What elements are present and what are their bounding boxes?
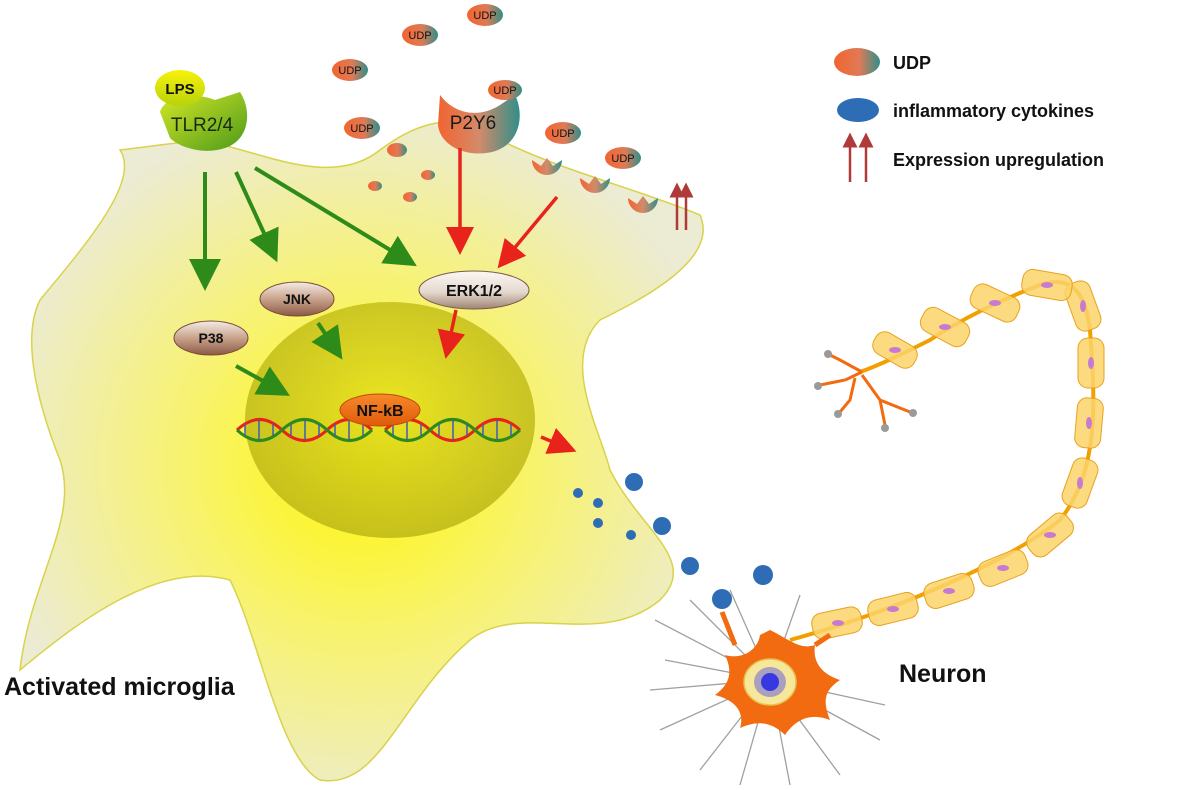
udp-molecule: UDP: [467, 4, 503, 26]
legend-udp: UDP: [834, 48, 931, 76]
p2y6-receptor: [438, 95, 520, 154]
erk-label: ERK1/2: [446, 283, 502, 300]
udp-molecule: UDP: [332, 59, 368, 81]
udp-molecules: UDP UDP UDP UDP UDP UDP UDP: [332, 4, 641, 202]
jnk-label: JNK: [283, 291, 311, 307]
udp-molecule: UDP: [605, 147, 641, 169]
nfkb-label: NF-kB: [356, 403, 403, 420]
axon-terminal: [819, 353, 911, 426]
svg-text:UDP: UDP: [350, 123, 373, 135]
lps-molecule: [155, 70, 205, 106]
nfkb-node: [339, 393, 421, 427]
neuron-label: Neuron: [899, 660, 987, 688]
legend: UDP inflammatory cytokines Expression up…: [834, 48, 1104, 182]
legend-cytokines: inflammatory cytokines: [837, 98, 1094, 122]
udp-molecule: UDP: [488, 80, 522, 100]
udp-molecule: UDP: [344, 117, 380, 139]
svg-text:UDP: UDP: [493, 85, 516, 97]
tlr-receptor: [160, 92, 248, 151]
lps-label: LPS: [165, 81, 194, 98]
svg-text:UDP: UDP: [551, 128, 574, 140]
udp-molecule: UDP: [402, 24, 438, 46]
svg-text:UDP: UDP: [408, 30, 431, 42]
svg-text:inflammatory cytokines: inflammatory cytokines: [893, 101, 1094, 121]
lps-signaling-arrows: [189, 166, 417, 396]
svg-text:UDP: UDP: [611, 153, 634, 165]
udp-molecule: UDP: [545, 122, 581, 144]
svg-text:UDP: UDP: [338, 65, 361, 77]
p2y6-label: P2Y6: [450, 113, 496, 134]
jnk-node: [259, 281, 335, 317]
svg-text:UDP: UDP: [473, 10, 496, 22]
dna-strand-right: [383, 418, 522, 442]
udp-signaling-arrows: [437, 148, 577, 454]
svg-text:UDP: UDP: [893, 53, 931, 73]
p38-node: [173, 320, 249, 356]
erk-node: [418, 270, 530, 310]
p38-label: P38: [199, 330, 224, 346]
legend-upregulation: Expression upregulation: [842, 132, 1104, 182]
microglia-label: Activated microglia: [4, 673, 236, 701]
axon: [789, 268, 1105, 642]
p2y6-small-receptors: [532, 158, 658, 213]
inflammatory-cytokines: [573, 473, 773, 609]
dna-strand-left: [235, 418, 374, 442]
tlr-label: TLR2/4: [171, 115, 234, 136]
upregulation-arrows-membrane: [669, 182, 694, 230]
svg-text:Expression upregulation: Expression upregulation: [893, 150, 1104, 170]
